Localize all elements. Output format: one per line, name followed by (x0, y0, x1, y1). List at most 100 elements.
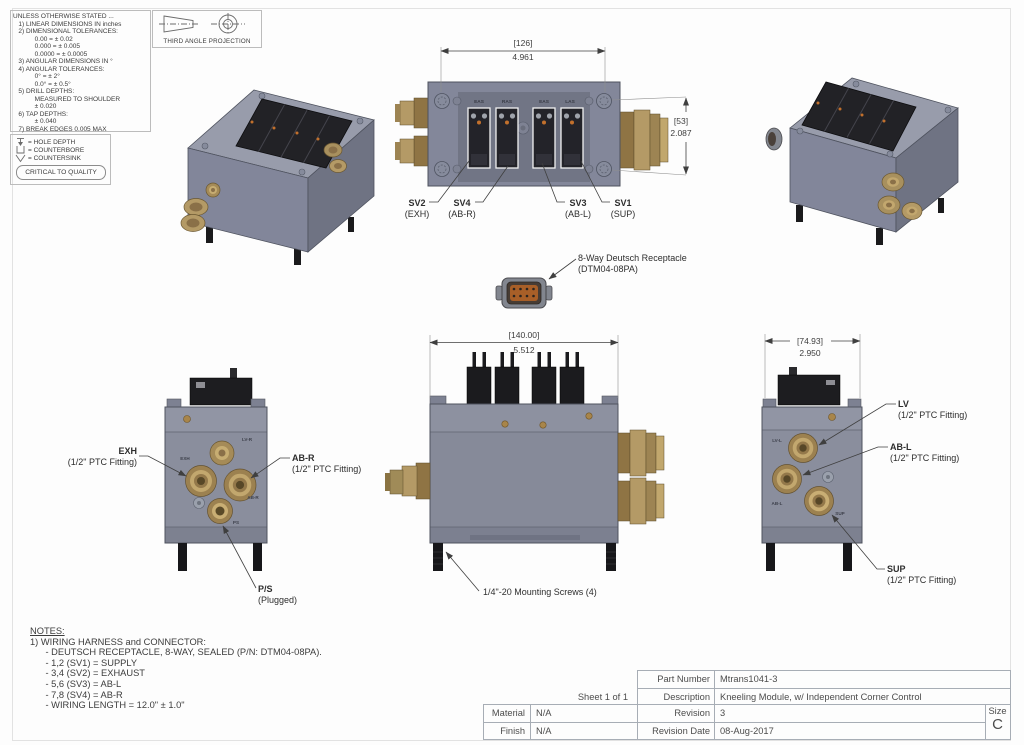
callout-ps-detail: (Plugged) (258, 595, 297, 605)
title-block-line (1010, 670, 1011, 740)
title-block-line (637, 688, 1010, 689)
tolerance-title: UNLESS OTHERWISE STATED ... (13, 13, 114, 20)
notes-line: - DEUTSCH RECEPTACLE, 8-WAY, SEALED (P/N… (30, 647, 322, 658)
callout-abr: AB-R (292, 453, 315, 463)
iso-brass-fittings (877, 172, 923, 220)
finish-value: N/A (536, 726, 552, 736)
engraved-abr: AB-R (247, 495, 259, 500)
sup-fitting (804, 486, 834, 516)
tolerance-line: 6) TAP DEPTHS: (13, 110, 68, 118)
right-fittings (617, 429, 665, 525)
lv-callout: LV (1/2" PTC Fitting) (818, 399, 967, 446)
dimension-width-126: [126] 4.961 (440, 38, 606, 92)
tolerance-line: ± 0.020 (13, 103, 57, 110)
callout-abl: AB-L (890, 442, 912, 452)
callout-abr-detail: (1/2" PTC Fitting) (292, 464, 361, 474)
engraved-abl: AB-L (772, 501, 783, 506)
notes-line: - 3,4 (SV2) = EXHAUST (30, 668, 145, 679)
counterbore-label: = COUNTERBORE (28, 146, 85, 154)
callout-lv: LV (898, 399, 909, 409)
sheet-number: Sheet 1 of 1 (577, 692, 628, 702)
tolerance-line: 5) DRILL DEPTHS: (13, 88, 75, 95)
tolerance-line: 3) ANGULAR DIMENSIONS IN ° (13, 58, 113, 65)
hole-depth-label: = HOLE DEPTH (28, 138, 76, 146)
notes-line: - WIRING LENGTH = 12.0" ± 1.0" (30, 700, 185, 711)
abr-callout: AB-R (1/2" PTC Fitting) (250, 453, 361, 479)
tolerance-line: MEASURED TO SHOULDER (13, 95, 121, 103)
title-block-line (483, 704, 1010, 705)
dim-bracket: [140.00] (509, 330, 540, 340)
tolerance-line: 0.000 = ± 0.005 (13, 43, 80, 50)
callout-exh: EXH (118, 446, 137, 456)
dim-bracket: [53] (674, 116, 688, 126)
callout-exh-detail: (1/2" PTC Fitting) (68, 457, 137, 467)
solenoid-valve-faces (467, 107, 584, 169)
sheet-border (12, 8, 1011, 741)
ps-plug (207, 498, 233, 524)
title-block-line (483, 704, 484, 740)
third-angle-projection-box: THIRD ANGLE PROJECTION (152, 10, 262, 48)
tolerance-line: ± 0.040 (13, 118, 57, 125)
symbol-legend-box: = HOLE DEPTH = COUNTERBORE = COUNTERSINK… (10, 134, 111, 185)
tolerance-line: 1) LINEAR DIMENSIONS IN inches (13, 20, 122, 28)
part-number-label: Part Number (657, 674, 710, 684)
notes-line: 1) WIRING HARNESS and CONNECTOR: (30, 636, 206, 647)
mounting-screws-note: 1/4"-20 Mounting Screws (4) (483, 587, 597, 597)
abr-fitting (223, 468, 257, 502)
notes-title: NOTES: (30, 626, 65, 636)
sup-callout: SUP (1/2" PTC Fitting) (831, 514, 956, 585)
description-value: Kneeling Module, w/ Independent Corner C… (720, 692, 922, 702)
revision-date-label: Revision Date (652, 726, 710, 736)
valve-mark: RAS (502, 99, 513, 105)
exh-callout: EXH (1/2" PTC Fitting) (68, 446, 187, 477)
right-side-view: LV-L AB-L SUP [74.93] 2.950 LV (1/2" PTC… (761, 334, 967, 585)
dim-value: 4.961 (512, 52, 534, 62)
callout-sv1: SV1 (614, 198, 631, 208)
mounting-screws-callout: 1/4"-20 Mounting Screws (4) (445, 551, 597, 597)
engraved-lvr: LV-R (242, 437, 253, 442)
engraved-exh: EXH (180, 456, 190, 461)
countersink-label: = COUNTERSINK (28, 154, 81, 162)
valve-mark: EAS (539, 99, 550, 105)
third-angle-projection-icon (159, 13, 245, 35)
third-angle-projection-label: THIRD ANGLE PROJECTION (163, 38, 251, 45)
tolerance-line: 0° = ± 2° (13, 73, 60, 80)
revision-date-value: 08-Aug-2017 (720, 726, 774, 736)
iso-brass-fittings (180, 142, 347, 232)
solenoids (466, 352, 585, 408)
iso-view-top-left (180, 89, 375, 265)
size-label: Size (988, 706, 1007, 716)
engraved-ps: PS (233, 520, 239, 525)
tolerance-line: 0.00 = ± 0.02 (13, 35, 73, 43)
right-fitting (619, 109, 669, 171)
left-fitting (385, 462, 431, 500)
legend-row-countersink: = COUNTERSINK (15, 154, 81, 163)
dim-value: 2.950 (799, 348, 821, 358)
title-block-line (483, 722, 985, 723)
size-value: C (992, 716, 1003, 733)
lv-fitting (788, 433, 818, 463)
countersink-icon (15, 154, 26, 163)
tolerance-line: 2) DIMENSIONAL TOLERANCES: (13, 28, 118, 35)
dim-bracket: [126] (514, 38, 533, 48)
callout-sup-detail: (1/2" PTC Fitting) (887, 575, 956, 585)
title-block-line (637, 670, 638, 740)
material-value: N/A (536, 708, 552, 718)
valve-mark: LAS (565, 99, 575, 105)
iso-solenoid-cluster (235, 98, 353, 169)
exh-fitting (185, 465, 217, 497)
valve-mark: EAS (474, 99, 485, 105)
tolerance-line: 0.0° = ± 0.5° (13, 80, 71, 88)
notes-line: - 1,2 (SV1) = SUPPLY (30, 657, 138, 668)
callout-sv3: SV3 (569, 198, 586, 208)
top-view: EAS RAS EAS LAS [126] 4.961 [53] 2.087 (395, 38, 692, 219)
title-block-line (483, 739, 1010, 740)
legend-row-hole-depth: = HOLE DEPTH (15, 138, 75, 146)
revision-label: Revision (674, 708, 710, 718)
title-block-line (985, 704, 986, 740)
revision-value: 3 (720, 708, 726, 718)
callout-abl-detail: (1/2" PTC Fitting) (890, 453, 959, 463)
dim-value: 5.512 (513, 345, 535, 355)
abl-fitting (772, 464, 802, 494)
